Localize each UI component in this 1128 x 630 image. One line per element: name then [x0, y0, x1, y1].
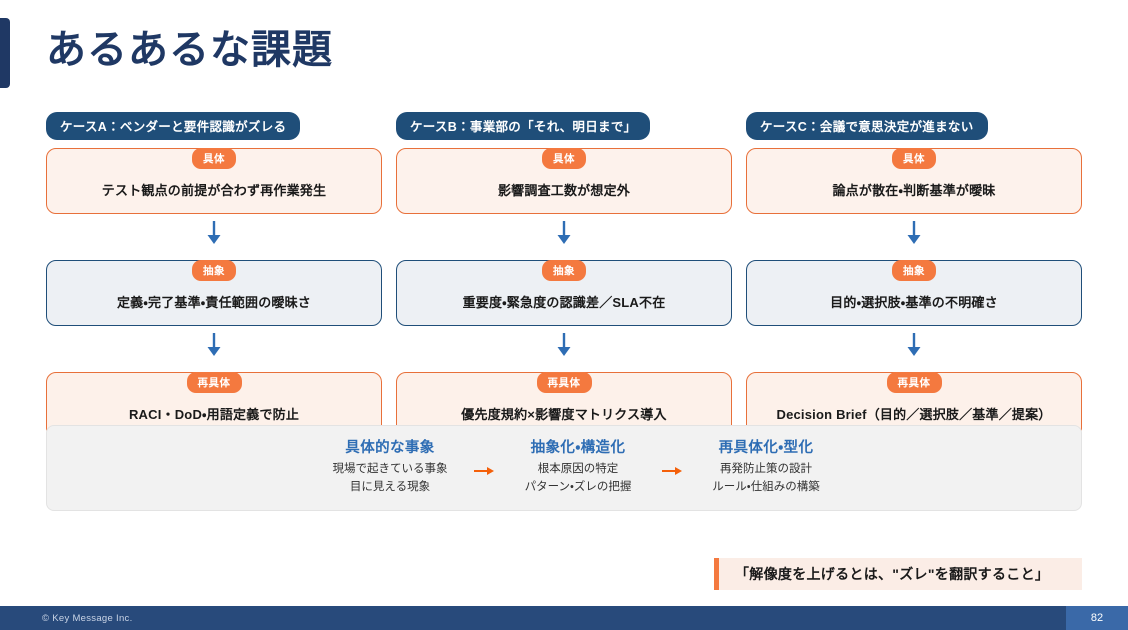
summary-step-3-head: 再具体化・型化 — [718, 440, 814, 456]
summary-step-2-line1: 根本原因の特定 — [537, 463, 619, 475]
node-text-a-reconcrete: RACI・DoD・用語定義で防止 — [128, 406, 300, 422]
title-accent-bar — [0, 18, 10, 88]
node-badge-b-concrete: 具体 — [542, 148, 586, 169]
case-column-a: ケースA：ベンダーと要件認識がズレる 具体 テスト観点の前提が合わず再作業発生 … — [46, 112, 382, 438]
node-text-b-reconcrete: 優先度規約×影響度マトリクス導入 — [461, 406, 667, 422]
arrow-down-icon-c2 — [746, 326, 1082, 364]
node-badge-a-concrete: 具体 — [192, 148, 236, 169]
arrow-down-icon-a1 — [46, 214, 382, 252]
node-text-a-concrete: テスト観点の前提が合わず再作業発生 — [101, 182, 327, 198]
summary-step-1-line2: 目に見える現象 — [349, 480, 431, 493]
summary-step-3: 再具体化・型化 再発防止策の設計 ルール・仕組みの構築 — [691, 436, 841, 497]
node-c-abstract: 抽象 目的・選択肢・基準の不明確さ — [746, 260, 1082, 326]
node-badge-c-concrete: 具体 — [892, 148, 936, 169]
case-chip-a: ケースA：ベンダーと要件認識がズレる — [46, 112, 301, 140]
arrow-down-icon-a2 — [46, 326, 382, 364]
case-chip-b: ケースB：事業部の「それ、明日まで」 — [396, 112, 651, 140]
arrow-right-icon-1 — [465, 436, 503, 478]
quote-banner: 「解像度を上げるとは、"ズレ"を翻訳すること」 — [714, 558, 1082, 590]
node-badge-c-reconcrete: 再具体 — [886, 372, 942, 393]
node-text-b-concrete: 影響調査工数が想定外 — [497, 182, 630, 198]
node-badge-c-abstract: 抽象 — [892, 260, 936, 281]
slide-footer: © Key Message Inc. 82 — [0, 606, 1128, 630]
node-badge-b-abstract: 抽象 — [542, 260, 586, 281]
node-badge-a-reconcrete: 再具体 — [186, 372, 242, 393]
summary-step-1-head: 具体的な事象 — [345, 440, 435, 456]
node-text-a-abstract: 定義・完了基準・責任範囲の曖昧さ — [116, 294, 312, 310]
node-badge-a-abstract: 抽象 — [192, 260, 236, 281]
summary-steps: 具体的な事象 現場で起きている事象 目に見える現象 抽象化・構造化 根本原因の特… — [315, 436, 841, 497]
summary-step-1: 具体的な事象 現場で起きている事象 目に見える現象 — [315, 436, 465, 497]
case-columns: ケースA：ベンダーと要件認識がズレる 具体 テスト観点の前提が合わず再作業発生 … — [0, 112, 1128, 438]
footer-copyright: © Key Message Inc. — [42, 612, 133, 624]
node-a-concrete: 具体 テスト観点の前提が合わず再作業発生 — [46, 148, 382, 214]
summary-step-2-head: 抽象化・構造化 — [530, 440, 626, 456]
node-c-concrete: 具体 論点が散在・判断基準が曖昧 — [746, 148, 1082, 214]
arrow-down-icon-c1 — [746, 214, 1082, 252]
footer-page-number: 82 — [1066, 606, 1128, 630]
summary-step-3-line2: ルール・仕組みの構築 — [712, 480, 820, 493]
page-title: あるあるな課題 — [46, 28, 333, 72]
case-column-c: ケースC：会議で意思決定が進まない 具体 論点が散在・判断基準が曖昧 抽象 目的… — [746, 112, 1082, 438]
node-text-c-concrete: 論点が散在・判断基準が曖昧 — [832, 182, 996, 198]
summary-step-1-line1: 現場で起きている事象 — [332, 463, 448, 475]
node-b-concrete: 具体 影響調査工数が想定外 — [396, 148, 732, 214]
node-text-b-abstract: 重要度・緊急度の認識差／SLA不在 — [462, 294, 666, 310]
arrow-right-icon-2 — [653, 436, 691, 478]
quote-text: 「解像度を上げるとは、"ズレ"を翻訳すること」 — [735, 566, 1050, 582]
case-chip-c: ケースC：会議で意思決定が進まない — [746, 112, 988, 140]
case-column-b: ケースB：事業部の「それ、明日まで」 具体 影響調査工数が想定外 抽象 重要度・… — [396, 112, 732, 438]
summary-panel: 具体的な事象 現場で起きている事象 目に見える現象 抽象化・構造化 根本原因の特… — [46, 425, 1082, 511]
summary-step-2-line2: パターン・ズレの把握 — [524, 480, 632, 493]
summary-step-2: 抽象化・構造化 根本原因の特定 パターン・ズレの把握 — [503, 436, 653, 497]
node-a-abstract: 抽象 定義・完了基準・責任範囲の曖昧さ — [46, 260, 382, 326]
arrow-down-icon-b2 — [396, 326, 732, 364]
node-text-c-abstract: 目的・選択肢・基準の不明確さ — [830, 294, 998, 310]
summary-step-3-line1: 再発防止策の設計 — [720, 463, 812, 475]
quote-accent-bar — [714, 558, 719, 590]
node-text-c-reconcrete: Decision Brief（目的／選択肢／基準／提案） — [776, 406, 1052, 422]
arrow-down-icon-b1 — [396, 214, 732, 252]
node-b-abstract: 抽象 重要度・緊急度の認識差／SLA不在 — [396, 260, 732, 326]
node-badge-b-reconcrete: 再具体 — [536, 372, 592, 393]
